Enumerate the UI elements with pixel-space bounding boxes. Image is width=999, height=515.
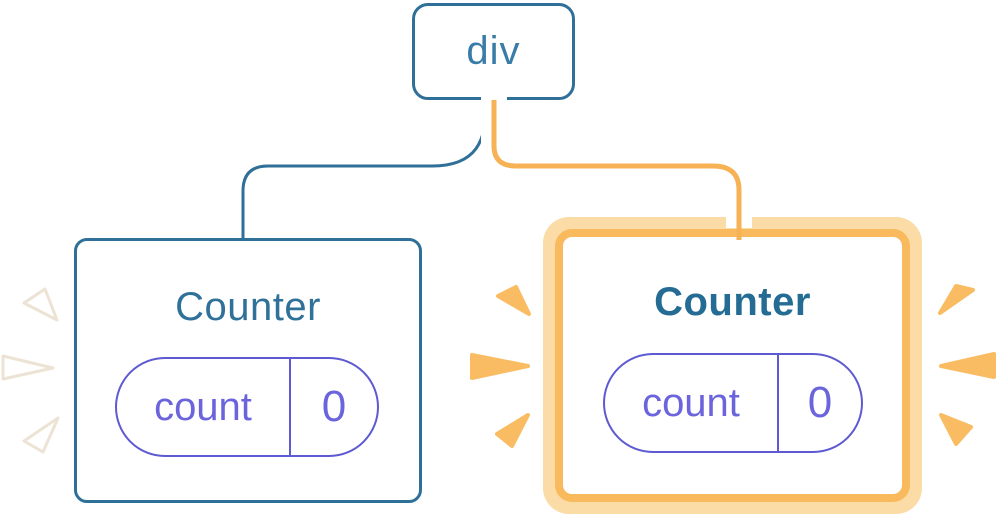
burst-left-card: [1, 287, 60, 454]
burst-icon: [939, 413, 973, 446]
state-key-label: count: [642, 380, 740, 425]
counter-card-right: Counter count 0: [555, 229, 910, 502]
state-value-label: 0: [289, 359, 377, 455]
connector-left: [241, 98, 489, 240]
burst-icon: [1, 354, 55, 381]
burst-icon: [496, 285, 531, 316]
counter-card-left: Counter count 0: [74, 238, 422, 503]
burst-icon: [939, 352, 996, 379]
burst-icon: [938, 284, 975, 315]
state-key-label: count: [154, 384, 252, 429]
counter-title-right: Counter: [654, 280, 811, 324]
burst-icon: [22, 416, 60, 454]
state-pill-right: count 0: [603, 353, 863, 453]
state-value-label: 0: [777, 355, 861, 451]
state-pill-left: count 0: [115, 357, 379, 457]
burst-right-card-left: [470, 285, 531, 448]
counter-title-left: Counter: [175, 285, 321, 329]
burst-icon: [495, 413, 530, 448]
root-node-label: div: [466, 29, 521, 73]
burst-right-card-right: [938, 284, 996, 446]
connector-right-casing: [481, 95, 752, 228]
burst-icon: [470, 353, 530, 380]
burst-icon: [22, 287, 59, 322]
root-node: div: [412, 3, 575, 100]
card-highlight-ring: Counter count 0: [543, 217, 922, 514]
